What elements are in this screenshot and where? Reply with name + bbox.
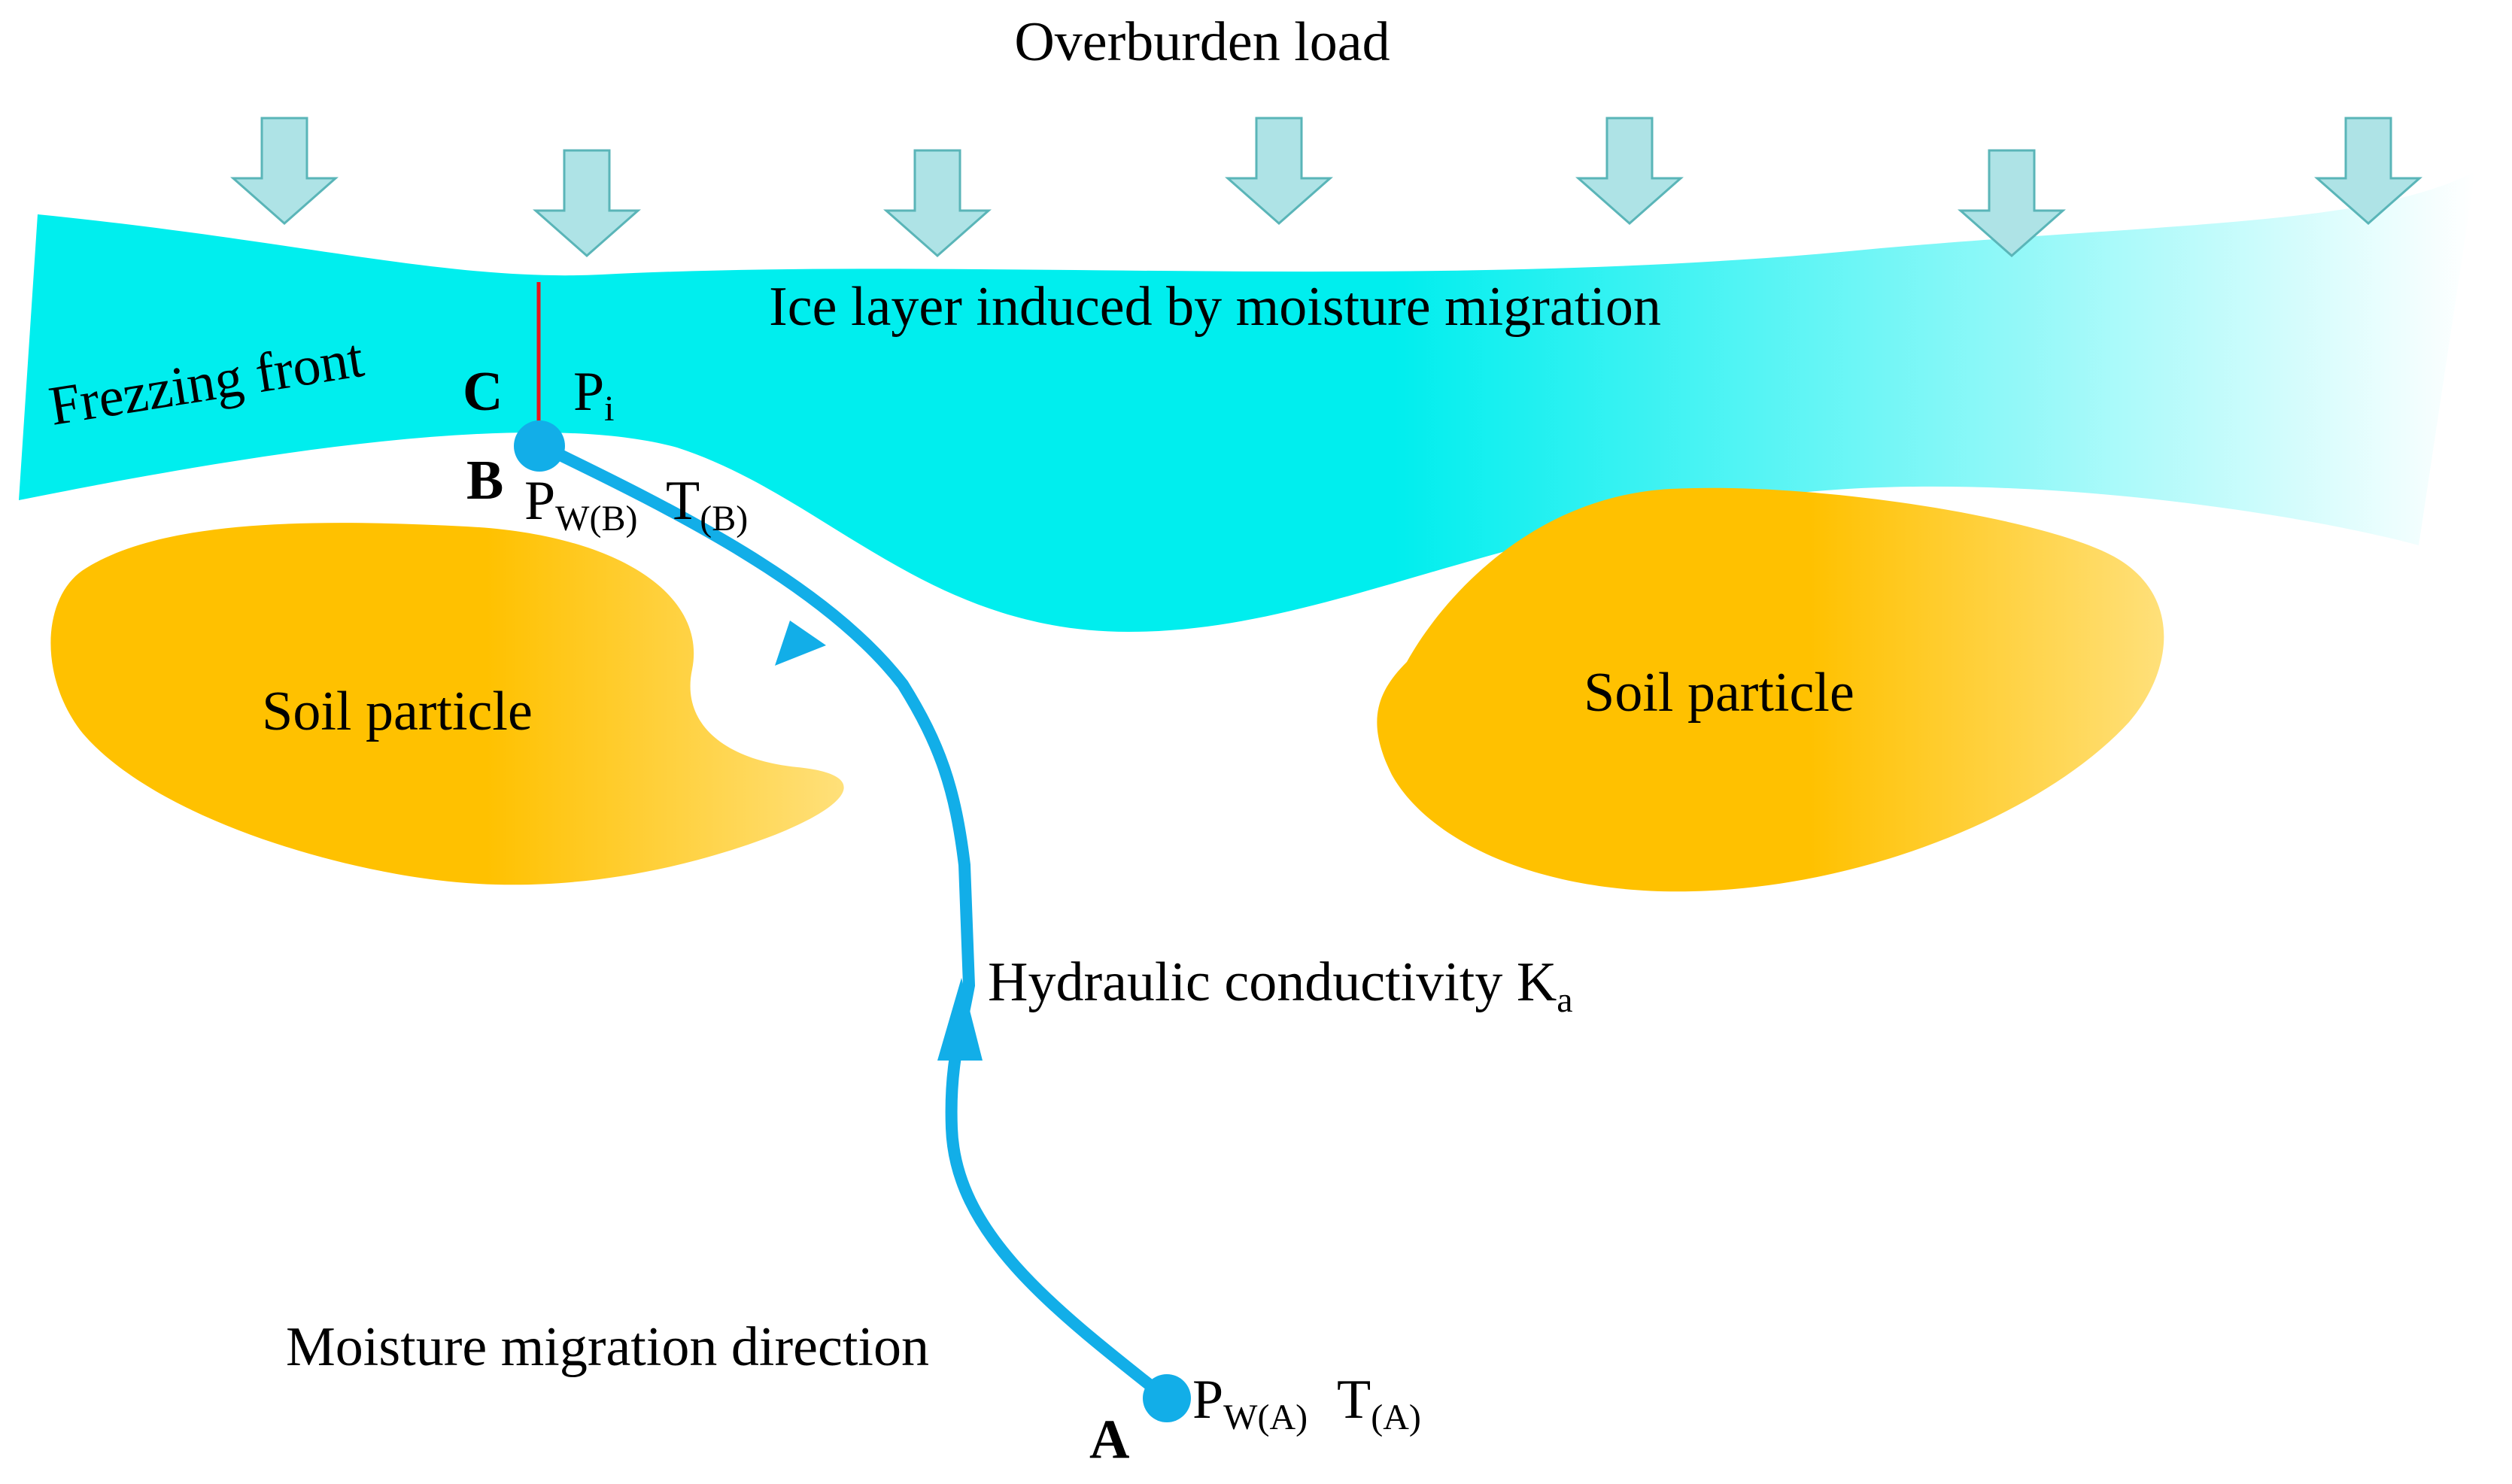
down-arrow-icon — [533, 149, 641, 258]
ice-layer — [19, 171, 2475, 632]
ice-pressure-label: Pi — [573, 361, 615, 429]
soil-particle-right-label: Soil particle — [1584, 662, 1854, 724]
point-a-water-pressure: PW(A) — [1192, 1369, 1308, 1437]
moisture-migration-label: Moisture migration direction — [286, 1316, 929, 1378]
point-b-p-symbol: P — [524, 470, 555, 532]
point-b-temperature: T(B) — [666, 470, 748, 539]
point-a-p-subscript: W(A) — [1223, 1398, 1308, 1437]
hydraulic-conductivity-label: Hydraulic conductivity Ka — [988, 951, 1573, 1020]
point-a-temperature: T(A) — [1337, 1369, 1421, 1437]
point-b-water-pressure: PW(B) — [524, 470, 637, 539]
down-arrow-icon — [1958, 149, 2066, 258]
point-a-t-subscript: (A) — [1371, 1398, 1421, 1437]
ice-pressure-symbol: P — [573, 361, 604, 423]
soil-particle-left-label: Soil particle — [262, 681, 533, 742]
point-b-t-symbol: T — [666, 470, 700, 532]
down-arrow-icon — [2314, 117, 2422, 226]
point-b-p-subscript: W(B) — [555, 499, 637, 539]
ice-layer-label: Ice layer induced by moisture migration — [769, 276, 1661, 338]
point-b-marker — [514, 420, 565, 472]
overburden-load-label: Overburden load — [1014, 11, 1390, 73]
moisture-flow-path — [536, 440, 1171, 1403]
point-a-marker — [1143, 1374, 1191, 1422]
down-arrow-icon — [883, 149, 992, 258]
point-a-label: A — [1089, 1409, 1129, 1470]
upward-flow-arrow-icon — [937, 978, 983, 1061]
point-a-p-symbol: P — [1192, 1369, 1223, 1431]
point-b-label: B — [466, 450, 503, 511]
soil-particle-left — [50, 523, 844, 885]
hydraulic-conductivity-text: Hydraulic conductivity K — [988, 951, 1557, 1013]
overburden-load-arrows — [230, 117, 2422, 258]
down-arrow-icon — [1225, 117, 1333, 226]
hydraulic-conductivity-subscript: a — [1557, 980, 1572, 1020]
down-arrow-icon — [230, 117, 339, 226]
soil-particle-right — [1377, 487, 2164, 892]
down-arrow-icon — [1575, 117, 1684, 226]
ice-pressure-subscript: i — [604, 389, 614, 429]
point-c-label: C — [463, 361, 503, 423]
point-b-t-subscript: (B) — [700, 499, 748, 539]
upward-flow-arrow-icon — [775, 621, 826, 666]
point-a-t-symbol: T — [1337, 1369, 1371, 1431]
